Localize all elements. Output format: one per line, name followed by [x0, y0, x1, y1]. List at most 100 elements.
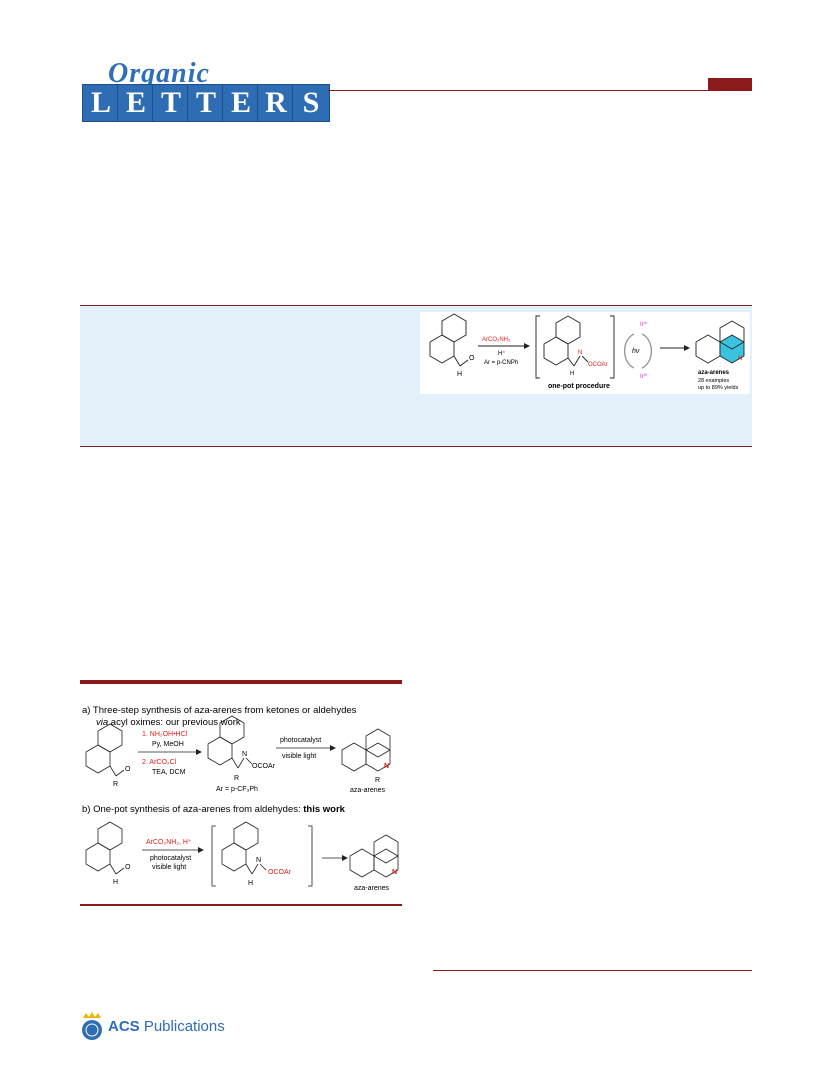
scheme-b-oxime-bond-3	[259, 863, 267, 871]
footnote-rule	[433, 970, 752, 971]
scheme-a-ar-def: Ar = p-CF₃Ph	[216, 786, 258, 793]
scheme-a-oxime-bond-3	[245, 757, 253, 765]
scheme-b-product-label: aza-arenes	[354, 885, 390, 892]
toc-graphic: O H ArCO₂NH₂ H⁺ Ar = p-CNPh N OCOAr H on…	[420, 312, 750, 394]
toc-ir-top: IrIII	[640, 320, 647, 328]
scheme-b-oxime-ester: OCOAr	[268, 869, 292, 876]
toc-product-structure	[695, 320, 745, 364]
toc-cycle-arc-2	[641, 333, 653, 369]
logo-letter-t2: T	[187, 84, 225, 122]
logo-letter-s: S	[292, 84, 330, 122]
scheme-b-arrow-1-head	[198, 847, 204, 853]
toc-aldehyde-bond	[453, 355, 461, 367]
scheme-b-start-ring-b	[97, 821, 123, 851]
scheme-b-arrow-2-head	[342, 855, 348, 861]
scheme-a-oxime-structure	[207, 715, 253, 769]
scheme-a-start-carbonyl	[115, 769, 125, 777]
toc-aldehyde-carbonyl	[459, 359, 469, 367]
scheme-a-arrow-1-head	[196, 749, 202, 755]
scheme-a-oxime-bond-2	[237, 757, 245, 769]
scheme-line-a1: a) Three-step synthesis of aza-arenes fr…	[82, 705, 357, 716]
logo-letter-e: E	[117, 84, 155, 122]
toc-ar-def: Ar = p-CNPh	[484, 360, 518, 366]
scheme-b-oxime-n: N	[256, 857, 261, 864]
scheme-a-product-n: N	[384, 763, 389, 770]
toc-aldehyde-h: H	[457, 371, 462, 378]
publisher-rest: Publications	[139, 1018, 225, 1035]
toc-cycle-arc	[623, 333, 635, 369]
scheme-a-visible-light: visible light	[282, 753, 316, 760]
scheme-a-product-r: R	[375, 777, 380, 784]
toc-oxime-h: H	[570, 371, 574, 377]
toc-acid: H⁺	[498, 350, 506, 357]
scheme-a-start-r: R	[113, 781, 118, 788]
scheme-a-start-ring-a	[85, 744, 111, 774]
toc-reagent: ArCO₂NH₂	[482, 337, 511, 343]
scheme-a-product-ring-b	[365, 742, 391, 772]
scheme-b-start-h: H	[113, 879, 118, 886]
scheme-a-start-ring-b	[97, 723, 123, 753]
scheme-b-oxime-ring-a	[221, 842, 247, 872]
acs-seal-icon	[82, 1012, 102, 1040]
toc-product-label: aza-arenes	[698, 370, 730, 376]
toc-oxime-bond-1	[567, 357, 575, 367]
toc-top-rule	[80, 305, 752, 306]
logo-letter-t1: T	[152, 84, 190, 122]
scheme-a-oxime-bond-1	[231, 757, 239, 769]
toc-oxime-n: N	[578, 350, 582, 356]
toc-bracket-right	[610, 315, 615, 379]
scheme-a-step2: 2. ArCO₂Cl	[142, 759, 177, 766]
toc-aldehyde-structure	[429, 313, 469, 367]
acs-seal-inner	[85, 1023, 99, 1037]
logo-letter-e2: E	[222, 84, 260, 122]
scheme-b-product-ring-c	[373, 834, 399, 864]
scheme-b-start-bond	[109, 863, 117, 875]
header-rule	[328, 90, 752, 91]
scheme-b-bracket-right	[308, 825, 313, 887]
scheme-b-product-n: N	[392, 869, 397, 876]
publisher-name: ACS Publications	[108, 1018, 225, 1035]
toc-examples: 28 examples	[698, 378, 729, 384]
header-red-tab	[708, 78, 752, 91]
logo-letter-r: R	[257, 84, 295, 122]
scheme-b-visible-light: visible light	[152, 864, 186, 871]
scheme-b-product-ring-a	[349, 848, 375, 878]
scheme-top-bar	[80, 680, 402, 684]
logo-letter-l: L	[82, 84, 120, 122]
scheme-line-b: b) One-pot synthesis of aza-arenes from …	[82, 804, 346, 815]
scheme-a-product-label: aza-arenes	[350, 787, 386, 794]
scheme-a-step2-cond: TEA, DCM	[152, 769, 186, 776]
toc-ir-bottom: IrIV	[640, 372, 648, 380]
journal-logo-script: Organic	[108, 58, 210, 89]
toc-bottom-rule	[80, 446, 752, 447]
scheme-line-a2: via acyl oximes: our previous work	[96, 717, 241, 728]
scheme-a-photocatalyst: photocatalyst	[280, 737, 321, 744]
scheme-a-product-structure	[341, 728, 391, 772]
scheme-b-oxime-bond-2	[251, 863, 259, 875]
toc-aldehyde-ring-b	[441, 313, 467, 343]
scheme-a-product-ring-a	[341, 742, 367, 772]
acs-seal-crown	[83, 1012, 101, 1018]
publisher-acs: ACS	[108, 1018, 140, 1035]
toc-oxime-bond-2	[573, 355, 581, 367]
scheme-a-start-o: O	[125, 766, 131, 773]
scheme-b-reagent: ArCO₂NH₂, H⁺	[146, 839, 192, 846]
scheme-a-product-ring-c	[365, 728, 391, 758]
scheme-a-oxime-ester: OCOAr	[252, 763, 276, 770]
scheme-b-product-ring-b	[373, 848, 399, 878]
toc-product-ring-c	[719, 320, 745, 350]
scheme-b-oxime-structure	[221, 821, 267, 875]
toc-graphic-bg	[420, 312, 750, 394]
scheme-b-start-ring-a	[85, 842, 111, 872]
toc-bracket-left	[535, 315, 540, 379]
scheme-1: a) Three-step synthesis of aza-arenes fr…	[82, 705, 399, 892]
scheme-b-start-carbonyl	[115, 867, 125, 875]
toc-yields: up to 89% yields	[698, 385, 739, 391]
acs-seal-disc	[82, 1020, 102, 1040]
toc-aldehyde-o: O	[469, 355, 475, 362]
scheme-a-start-bond	[109, 765, 117, 777]
toc-arrow-2-head	[684, 345, 690, 351]
toc-hv: hν	[632, 348, 640, 355]
scheme-a-start-structure	[85, 723, 125, 777]
toc-oxime-bond-3	[581, 355, 589, 363]
